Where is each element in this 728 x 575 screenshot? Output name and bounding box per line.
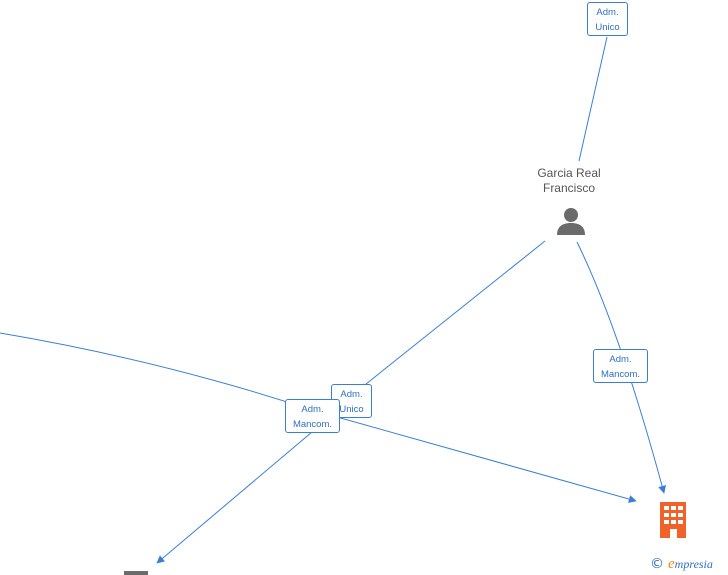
- building-icon[interactable]: [658, 502, 688, 538]
- edge-label-line1: Adm.: [596, 7, 619, 18]
- edge-person-to-middle: [335, 240, 546, 409]
- copyright-icon: ©: [650, 556, 664, 572]
- edge-label-middle-mancom[interactable]: Adm. Mancom.: [285, 399, 340, 433]
- person-icon[interactable]: [556, 206, 586, 236]
- edge-middle-to-bottom-left: [156, 431, 313, 564]
- edge-label-right[interactable]: Adm. Mancom.: [593, 349, 648, 383]
- edge-label-line2: Unico: [339, 404, 364, 415]
- edge-label-line1: Adm.: [301, 404, 324, 415]
- edge-label-line1: Adm.: [609, 354, 632, 365]
- edge-top-to-person: [578, 36, 608, 162]
- brand-logo-e: e: [668, 555, 675, 572]
- person-node-name[interactable]: Garcia Real Francisco: [521, 166, 617, 196]
- edge-label-line2: Unico: [595, 22, 620, 33]
- partial-node-icon[interactable]: [124, 571, 148, 575]
- person-name-line2: Francisco: [542, 181, 595, 195]
- edge-label-line1: Adm.: [340, 389, 363, 400]
- edge-label-line2: Mancom.: [600, 369, 641, 380]
- edge-person-to-company: [576, 241, 666, 494]
- edge-label-top[interactable]: Adm. Unico: [587, 2, 628, 36]
- edge-label-line2: Mancom.: [292, 419, 333, 430]
- empresia-watermark[interactable]: © e mpresia: [650, 555, 713, 573]
- person-name-line1: Garcia Real: [537, 166, 601, 180]
- brand-logo-text: mpresia: [674, 556, 713, 571]
